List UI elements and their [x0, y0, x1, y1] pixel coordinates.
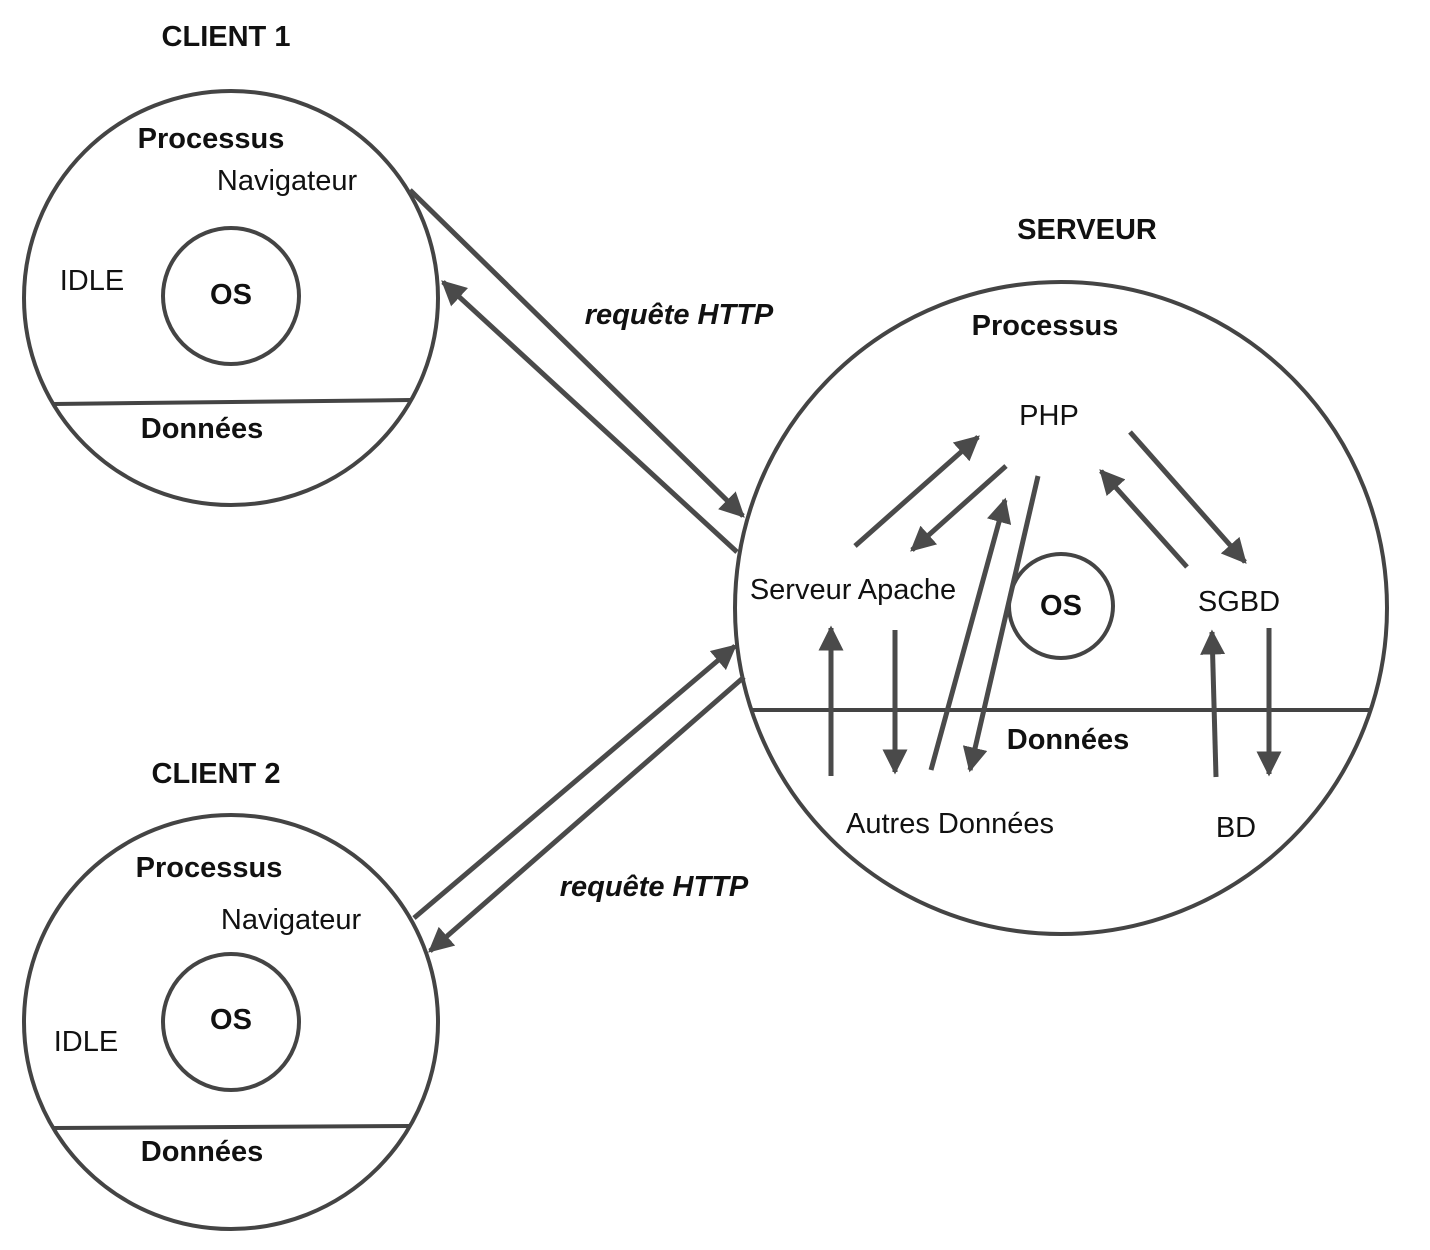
http-request-label-2: requête HTTP [560, 871, 749, 903]
client-1-donnees-label: Données [141, 413, 263, 445]
serveur-title: SERVEUR [1017, 214, 1157, 246]
client-2-circle [22, 813, 440, 1231]
client-1-divider [53, 398, 412, 406]
client-1-os-circle [161, 226, 301, 366]
arrow-autres-to-php [928, 497, 1012, 771]
client-2: CLIENT 2 Processus Navigateur IDLE OS Do… [22, 758, 440, 1231]
arrow-apache-to-php [853, 435, 980, 548]
client-1: CLIENT 1 Processus Navigateur IDLE OS Do… [22, 21, 440, 507]
client-2-navigateur-label: Navigateur [221, 904, 362, 936]
client-1-title: CLIENT 1 [162, 21, 291, 53]
arrow-bd-to-sgbd [1200, 629, 1226, 778]
client-2-os-circle [161, 952, 301, 1092]
client-2-divider [53, 1124, 412, 1130]
apache-label: Serveur Apache [750, 574, 956, 606]
serveur-circle [733, 280, 1389, 936]
arrow-server-to-client2 [428, 675, 746, 953]
arrow-server-to-client1 [441, 280, 739, 554]
arrow-php-to-apache [910, 464, 1008, 552]
serveur-donnees-label: Données [1007, 724, 1129, 756]
arrow-client2-to-server [412, 644, 737, 920]
php-label: PHP [1019, 400, 1079, 432]
client-1-os-label: OS [210, 279, 252, 311]
client-2-donnees-label: Données [141, 1136, 263, 1168]
client-2-idle-label: IDLE [54, 1026, 118, 1058]
client-2-os-label: OS [210, 1004, 252, 1036]
client-1-circle [22, 89, 440, 507]
client-2-processus-label: Processus [136, 852, 283, 884]
client-1-navigateur-label: Navigateur [217, 165, 358, 197]
client-1-processus-label: Processus [138, 123, 285, 155]
serveur: SERVEUR Processus PHP Serveur Apache OS … [733, 214, 1389, 936]
serveur-os-label: OS [1040, 590, 1082, 622]
bd-label: BD [1216, 812, 1256, 844]
arrow-client1-to-server [408, 188, 745, 518]
autres-donnees-label: Autres Données [846, 808, 1054, 840]
arrow-php-to-autres [962, 475, 1041, 773]
client-1-idle-label: IDLE [60, 265, 124, 297]
sgbd-label: SGBD [1198, 586, 1280, 618]
client-2-title: CLIENT 2 [152, 758, 281, 790]
http-request-label-1: requête HTTP [585, 299, 774, 331]
arrow-php-to-sgbd [1128, 430, 1247, 564]
arrow-sgbd-to-php [1099, 469, 1189, 569]
serveur-processus-label: Processus [972, 310, 1119, 342]
